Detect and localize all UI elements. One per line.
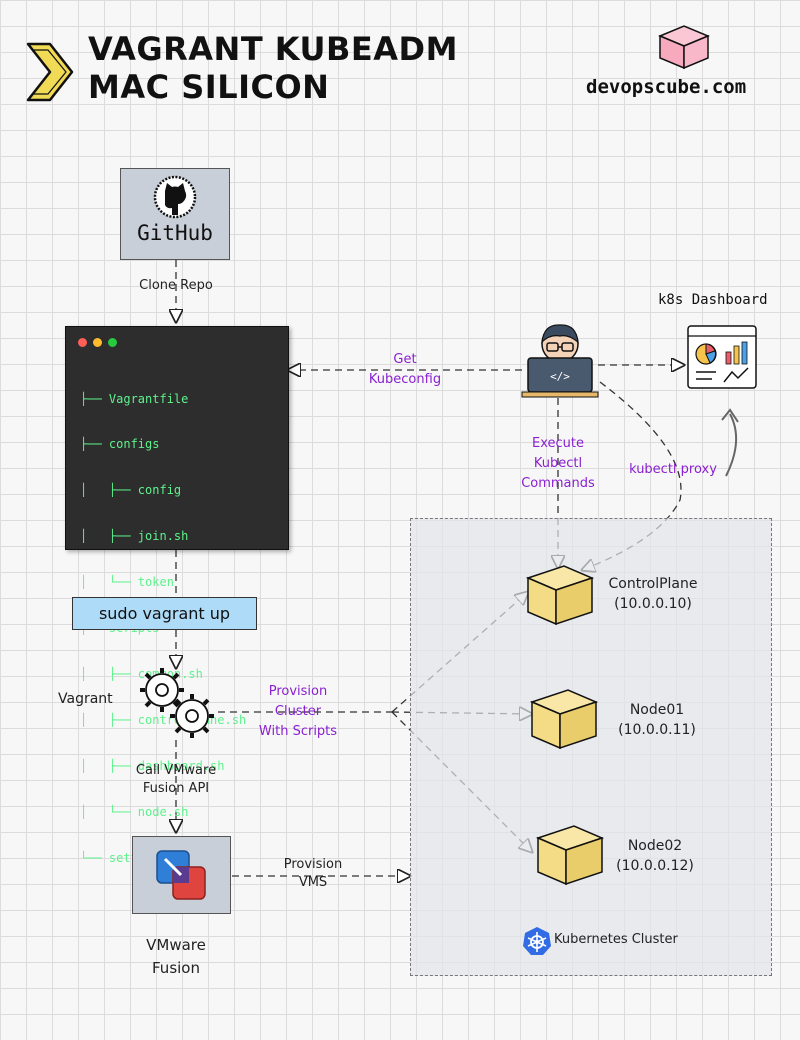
tree-line: │ ├── common.sh	[80, 666, 203, 681]
provision-cluster-label: Provision Cluster With Scripts	[248, 682, 348, 742]
controlplane-ip: (10.0.0.10)	[614, 596, 692, 612]
call-vmware-line1: Call VMware	[135, 763, 217, 778]
kubernetes-cluster-label: Kubernetes Cluster	[554, 932, 678, 947]
tree-line: │ └── token	[80, 575, 174, 590]
execute-kubectl-label: Execute Kubectl Commands	[508, 434, 608, 494]
node01-cube-icon	[529, 689, 599, 750]
vmware-card	[132, 836, 231, 914]
clone-repo-label: Clone Repo	[139, 278, 213, 293]
repo-terminal: ├── Vagrantfile ├── configs │ ├── config…	[65, 326, 289, 865]
page-title: Vagrant Kubeadm Mac Silicon	[88, 30, 458, 106]
minimize-dot-icon	[93, 338, 102, 347]
node01-label: Node01 (10.0.0.11)	[612, 700, 702, 740]
execute-line2: Kubectl	[533, 456, 583, 471]
node02-name: Node02	[627, 838, 683, 854]
vmware-label-line2: Fusion	[152, 959, 200, 977]
vagrant-up-command: sudo vagrant up	[72, 597, 257, 630]
tree-line: │ ├── dashboard.sh	[80, 758, 225, 773]
title-line-1: Vagrant Kubeadm	[88, 30, 458, 68]
vmware-label-line1: VMware	[146, 936, 206, 954]
provision-vms-line1: Provision	[283, 857, 343, 872]
tree-line: ├── configs	[80, 437, 160, 452]
node02-label: Node02 (10.0.0.12)	[610, 836, 700, 876]
cube-brand-icon	[658, 25, 710, 70]
tree-line: │ ├── join.sh	[80, 529, 189, 544]
controlplane-label: ControlPlane (10.0.0.10)	[598, 574, 708, 614]
get-kubeconfig-line2: Kubeconfig	[368, 372, 442, 387]
provision-vms-label: Provision VMS	[268, 856, 358, 892]
execute-line3: Commands	[521, 476, 595, 491]
node01-name: Node01	[629, 702, 685, 718]
kubernetes-helm-icon	[523, 927, 551, 955]
vagrant-label: Vagrant	[58, 691, 113, 707]
kubectl-proxy-label: kubectl proxy	[629, 462, 717, 477]
developer-icon: </>	[521, 324, 599, 398]
dashboard-icon	[687, 325, 757, 389]
github-card: GitHub	[120, 168, 230, 260]
provision-cluster-line3: With Scripts	[258, 724, 338, 739]
node02-ip: (10.0.0.12)	[616, 858, 694, 874]
brand-text: devopscube.com	[586, 76, 747, 98]
get-kubeconfig-line1: Get	[393, 352, 417, 367]
proxy-arrow	[582, 381, 682, 570]
provision-cluster-line1: Provision	[268, 684, 328, 699]
tree-line: │ ├── config	[80, 483, 182, 498]
vmware-fusion-icon	[156, 850, 206, 900]
execute-line1: Execute	[532, 436, 584, 451]
node02-cube-icon	[535, 825, 605, 886]
controlplane-name: ControlPlane	[608, 576, 698, 592]
tree-line: │ └── node.sh	[80, 804, 189, 819]
call-vmware-line2: Fusion API	[142, 781, 210, 796]
dashboard-curve	[725, 413, 738, 477]
provision-cluster-line2: Cluster	[274, 704, 322, 719]
get-kubeconfig-label: Get Kubeconfig	[360, 350, 450, 390]
github-octocat-icon	[153, 175, 197, 219]
chevron-logo-icon	[26, 42, 74, 102]
svg-text:</>: </>	[550, 370, 570, 383]
call-vmware-label: Call VMware Fusion API	[118, 762, 234, 798]
provision-vms-line2: VMS	[298, 875, 328, 890]
github-logo-text: GitHub	[137, 221, 213, 245]
close-dot-icon	[78, 338, 87, 347]
title-line-2: Mac Silicon	[88, 68, 330, 106]
maximize-dot-icon	[108, 338, 117, 347]
controlplane-cube-icon	[525, 565, 595, 626]
dashboard-label: k8s Dashboard	[658, 292, 768, 308]
vagrant-gears-icon	[140, 668, 214, 738]
tree-line: ├── Vagrantfile	[80, 391, 189, 406]
node01-ip: (10.0.0.11)	[618, 722, 696, 738]
vmware-label: VMware Fusion	[126, 934, 226, 980]
